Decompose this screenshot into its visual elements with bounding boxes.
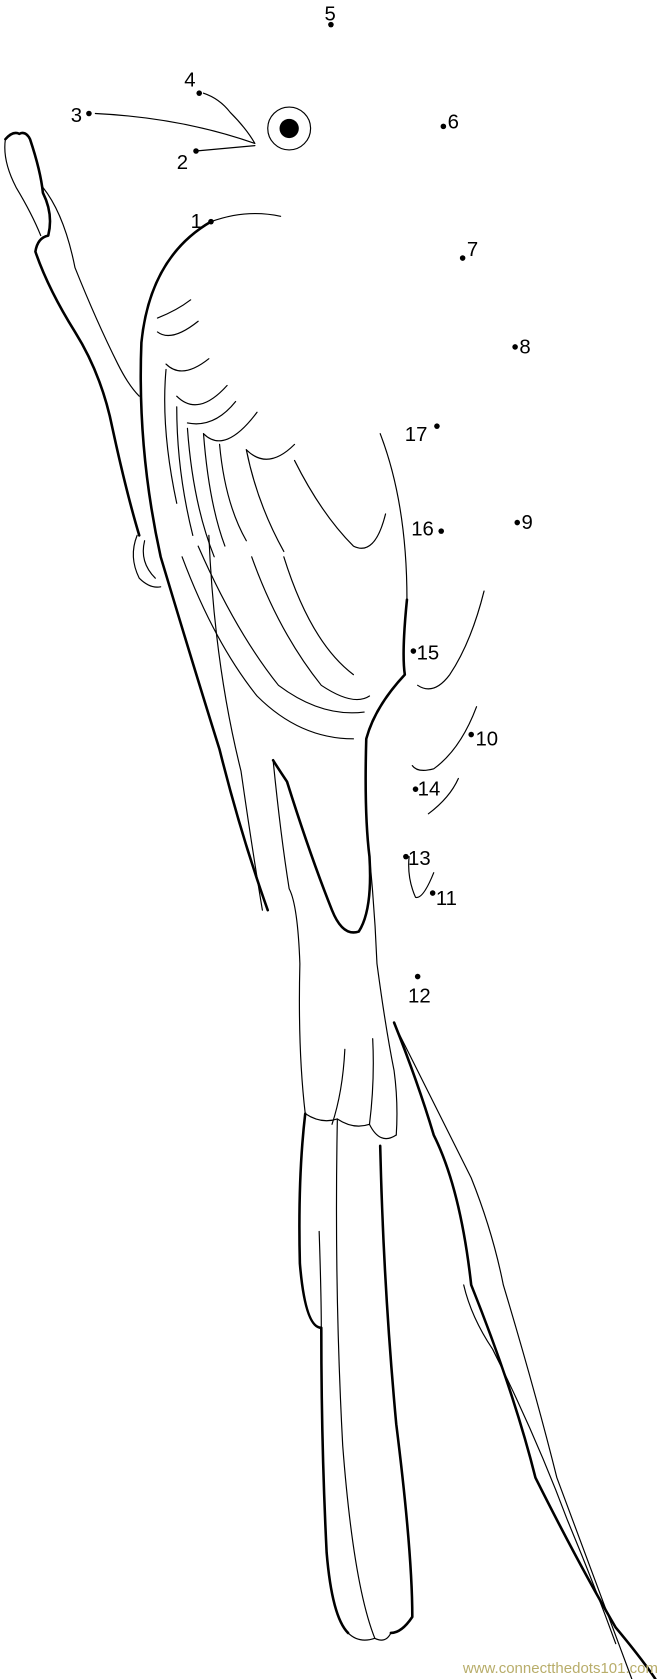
branch (4, 131, 657, 1679)
svg-text:10: 10 (475, 728, 498, 750)
dot-12[interactable]: 12 (408, 973, 431, 1007)
dot-15[interactable]: 15 (410, 643, 440, 665)
dot-8[interactable]: 8 (512, 336, 531, 358)
beak (94, 92, 256, 152)
svg-text:8: 8 (519, 336, 530, 358)
dot-9[interactable]: 9 (514, 512, 533, 534)
dot-17[interactable]: 17 (405, 423, 440, 446)
svg-text:5: 5 (325, 3, 336, 25)
dot-14[interactable]: 14 (412, 779, 441, 801)
dot-7[interactable]: 7 (459, 239, 478, 261)
dot-1[interactable]: 1 (191, 211, 214, 233)
dot-13[interactable]: 13 (403, 848, 431, 870)
bird-body (139, 212, 409, 1136)
svg-text:17: 17 (405, 424, 428, 446)
svg-text:14: 14 (418, 779, 441, 801)
svg-text:3: 3 (71, 105, 82, 127)
dot-5[interactable]: 5 (325, 3, 336, 28)
tail (298, 1038, 414, 1641)
svg-text:6: 6 (448, 111, 459, 133)
svg-text:7: 7 (467, 239, 478, 261)
dot-16[interactable]: 16 (411, 518, 445, 540)
svg-text:15: 15 (417, 643, 440, 665)
svg-text:4: 4 (184, 70, 195, 92)
svg-text:12: 12 (408, 985, 431, 1007)
dot-10[interactable]: 10 (468, 728, 498, 750)
dot-11[interactable]: 11 (429, 888, 457, 910)
site-watermark: www.connectthedots101.com (462, 1660, 658, 1677)
svg-text:1: 1 (191, 211, 202, 233)
eye (267, 106, 312, 151)
svg-text:13: 13 (408, 848, 431, 870)
svg-text:9: 9 (522, 512, 533, 534)
svg-text:16: 16 (411, 518, 434, 540)
wing-feathers (132, 534, 485, 898)
dot-3[interactable]: 3 (71, 105, 92, 127)
dot-4[interactable]: 4 (184, 70, 203, 96)
dot-2[interactable]: 2 (177, 148, 199, 174)
svg-text:11: 11 (436, 888, 457, 910)
svg-text:2: 2 (177, 152, 188, 174)
dot-6[interactable]: 6 (440, 111, 459, 133)
